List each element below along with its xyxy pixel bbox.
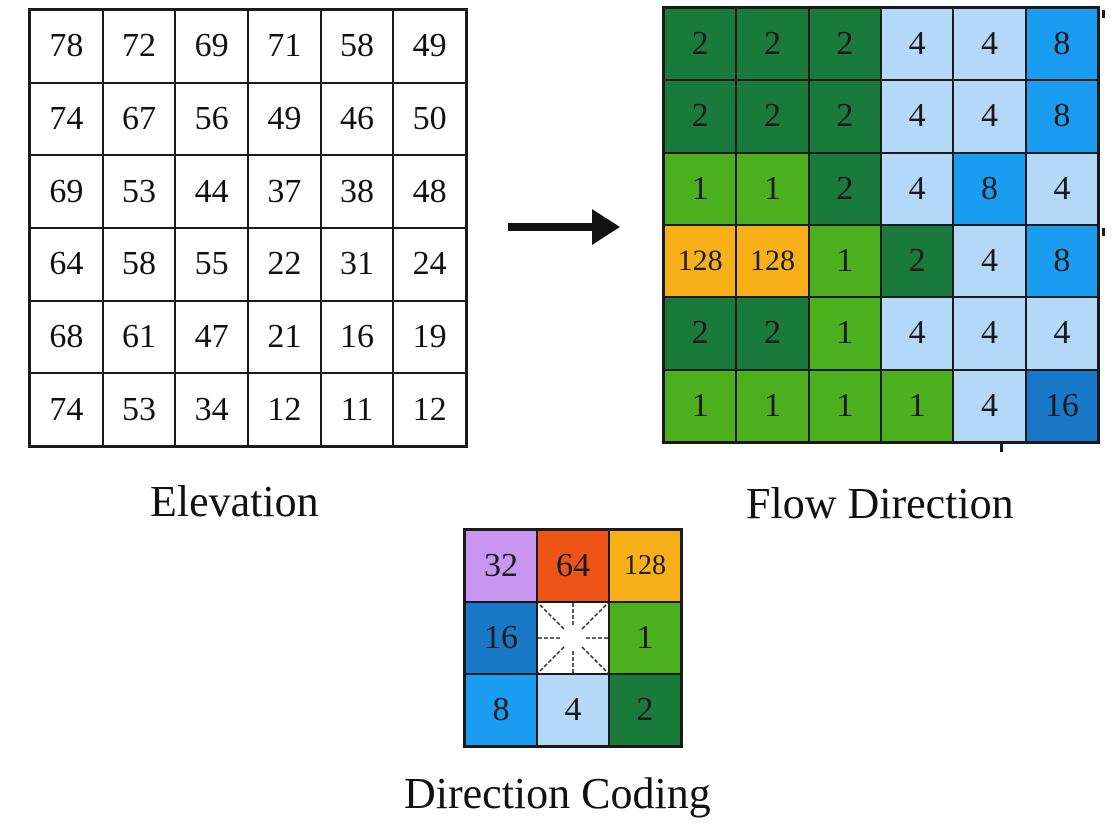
grid-cell: 22: [247, 227, 321, 301]
grid-cell: 4: [953, 80, 1026, 153]
grid-cell: 78: [30, 10, 103, 83]
grid-cell: 1: [609, 602, 681, 674]
grid-cell: 1: [664, 369, 737, 442]
grid-cell: 21: [247, 300, 321, 374]
grid-cell: 1: [881, 369, 954, 442]
elevation-title: Elevation: [150, 477, 319, 526]
grid-cell: 74: [30, 82, 103, 156]
grid-cell: 1: [808, 297, 881, 370]
grid-cell: 12: [393, 373, 466, 446]
grid-cell: 69: [30, 155, 103, 228]
grid-cell: 64: [30, 227, 103, 301]
edge-tick-mark: [1000, 444, 1003, 452]
grid-cell: 4: [881, 152, 954, 225]
grid-cell: 2: [664, 80, 737, 153]
grid-cell: 50: [393, 82, 466, 156]
grid-cell: 37: [247, 155, 321, 228]
grid-cell: 32: [465, 530, 537, 602]
grid-cell: 8: [1025, 8, 1098, 81]
grid-cell: 4: [1025, 297, 1098, 370]
grid-cell: 1: [736, 152, 809, 225]
grid-cell: 11: [320, 373, 394, 446]
grid-cell: 1: [736, 369, 809, 442]
grid-cell: 4: [953, 369, 1026, 442]
grid-cell: 2: [664, 297, 737, 370]
grid-cell: 8: [1025, 225, 1098, 298]
grid-cell: 46: [320, 82, 394, 156]
grid-cell: 24: [393, 227, 466, 301]
edge-tick-mark: [1102, 228, 1105, 236]
grid-cell: 64: [537, 530, 609, 602]
grid-cell: 128: [609, 530, 681, 602]
grid-cell: 31: [320, 227, 394, 301]
grid-cell: 2: [808, 152, 881, 225]
grid-cell: 34: [175, 373, 248, 446]
grid-cell: 71: [247, 10, 321, 83]
grid-cell: 74: [30, 373, 103, 446]
grid-cell: 8: [465, 674, 537, 746]
flow-direction-title: Flow Direction: [746, 479, 1014, 528]
grid-cell: 48: [393, 155, 466, 228]
grid-cell: 58: [320, 10, 394, 83]
grid-cell: 4: [537, 674, 609, 746]
grid-cell: 58: [102, 227, 176, 301]
grid-cell: 53: [102, 373, 176, 446]
grid-cell: 67: [102, 82, 176, 156]
grid-cell: 8: [953, 152, 1026, 225]
grid-cell: 16: [465, 602, 537, 674]
grid-cell: 16: [320, 300, 394, 374]
grid-cell: 2: [664, 8, 737, 81]
grid-cell: 2: [736, 8, 809, 81]
grid-cell: 38: [320, 155, 394, 228]
grid-cell: 61: [102, 300, 176, 374]
grid-cell: 4: [881, 297, 954, 370]
grid-cell: 2: [808, 8, 881, 81]
direction-coding-title: Direction Coding: [404, 769, 711, 818]
grid-cell: 4: [953, 225, 1026, 298]
grid-cell: 4: [953, 297, 1026, 370]
grid-cell: 53: [102, 155, 176, 228]
grid-cell: 4: [1025, 152, 1098, 225]
grid-cell: 68: [30, 300, 103, 374]
grid-cell: 2: [736, 297, 809, 370]
grid-cell: 1: [664, 152, 737, 225]
grid-cell: [537, 602, 609, 674]
grid-cell: 49: [247, 82, 321, 156]
grid-cell: 128: [736, 225, 809, 298]
grid-cell: 2: [736, 80, 809, 153]
grid-cell: 2: [609, 674, 681, 746]
grid-cell: 1: [808, 369, 881, 442]
grid-cell: 55: [175, 227, 248, 301]
grid-cell: 16: [1025, 369, 1098, 442]
grid-cell: 56: [175, 82, 248, 156]
right-arrow-icon: [508, 209, 620, 245]
grid-cell: 47: [175, 300, 248, 374]
grid-cell: 72: [102, 10, 176, 83]
grid-cell: 19: [393, 300, 466, 374]
grid-cell: 8: [1025, 80, 1098, 153]
grid-cell: 128: [664, 225, 737, 298]
grid-cell: 2: [808, 80, 881, 153]
edge-tick-mark: [1102, 10, 1105, 18]
grid-cell: 4: [881, 8, 954, 81]
grid-cell: 69: [175, 10, 248, 83]
grid-cell: 4: [881, 80, 954, 153]
grid-cell: 44: [175, 155, 248, 228]
grid-cell: 2: [881, 225, 954, 298]
grid-cell: 1: [808, 225, 881, 298]
grid-cell: 49: [393, 10, 466, 83]
grid-cell: 4: [953, 8, 1026, 81]
grid-cell: 12: [247, 373, 321, 446]
